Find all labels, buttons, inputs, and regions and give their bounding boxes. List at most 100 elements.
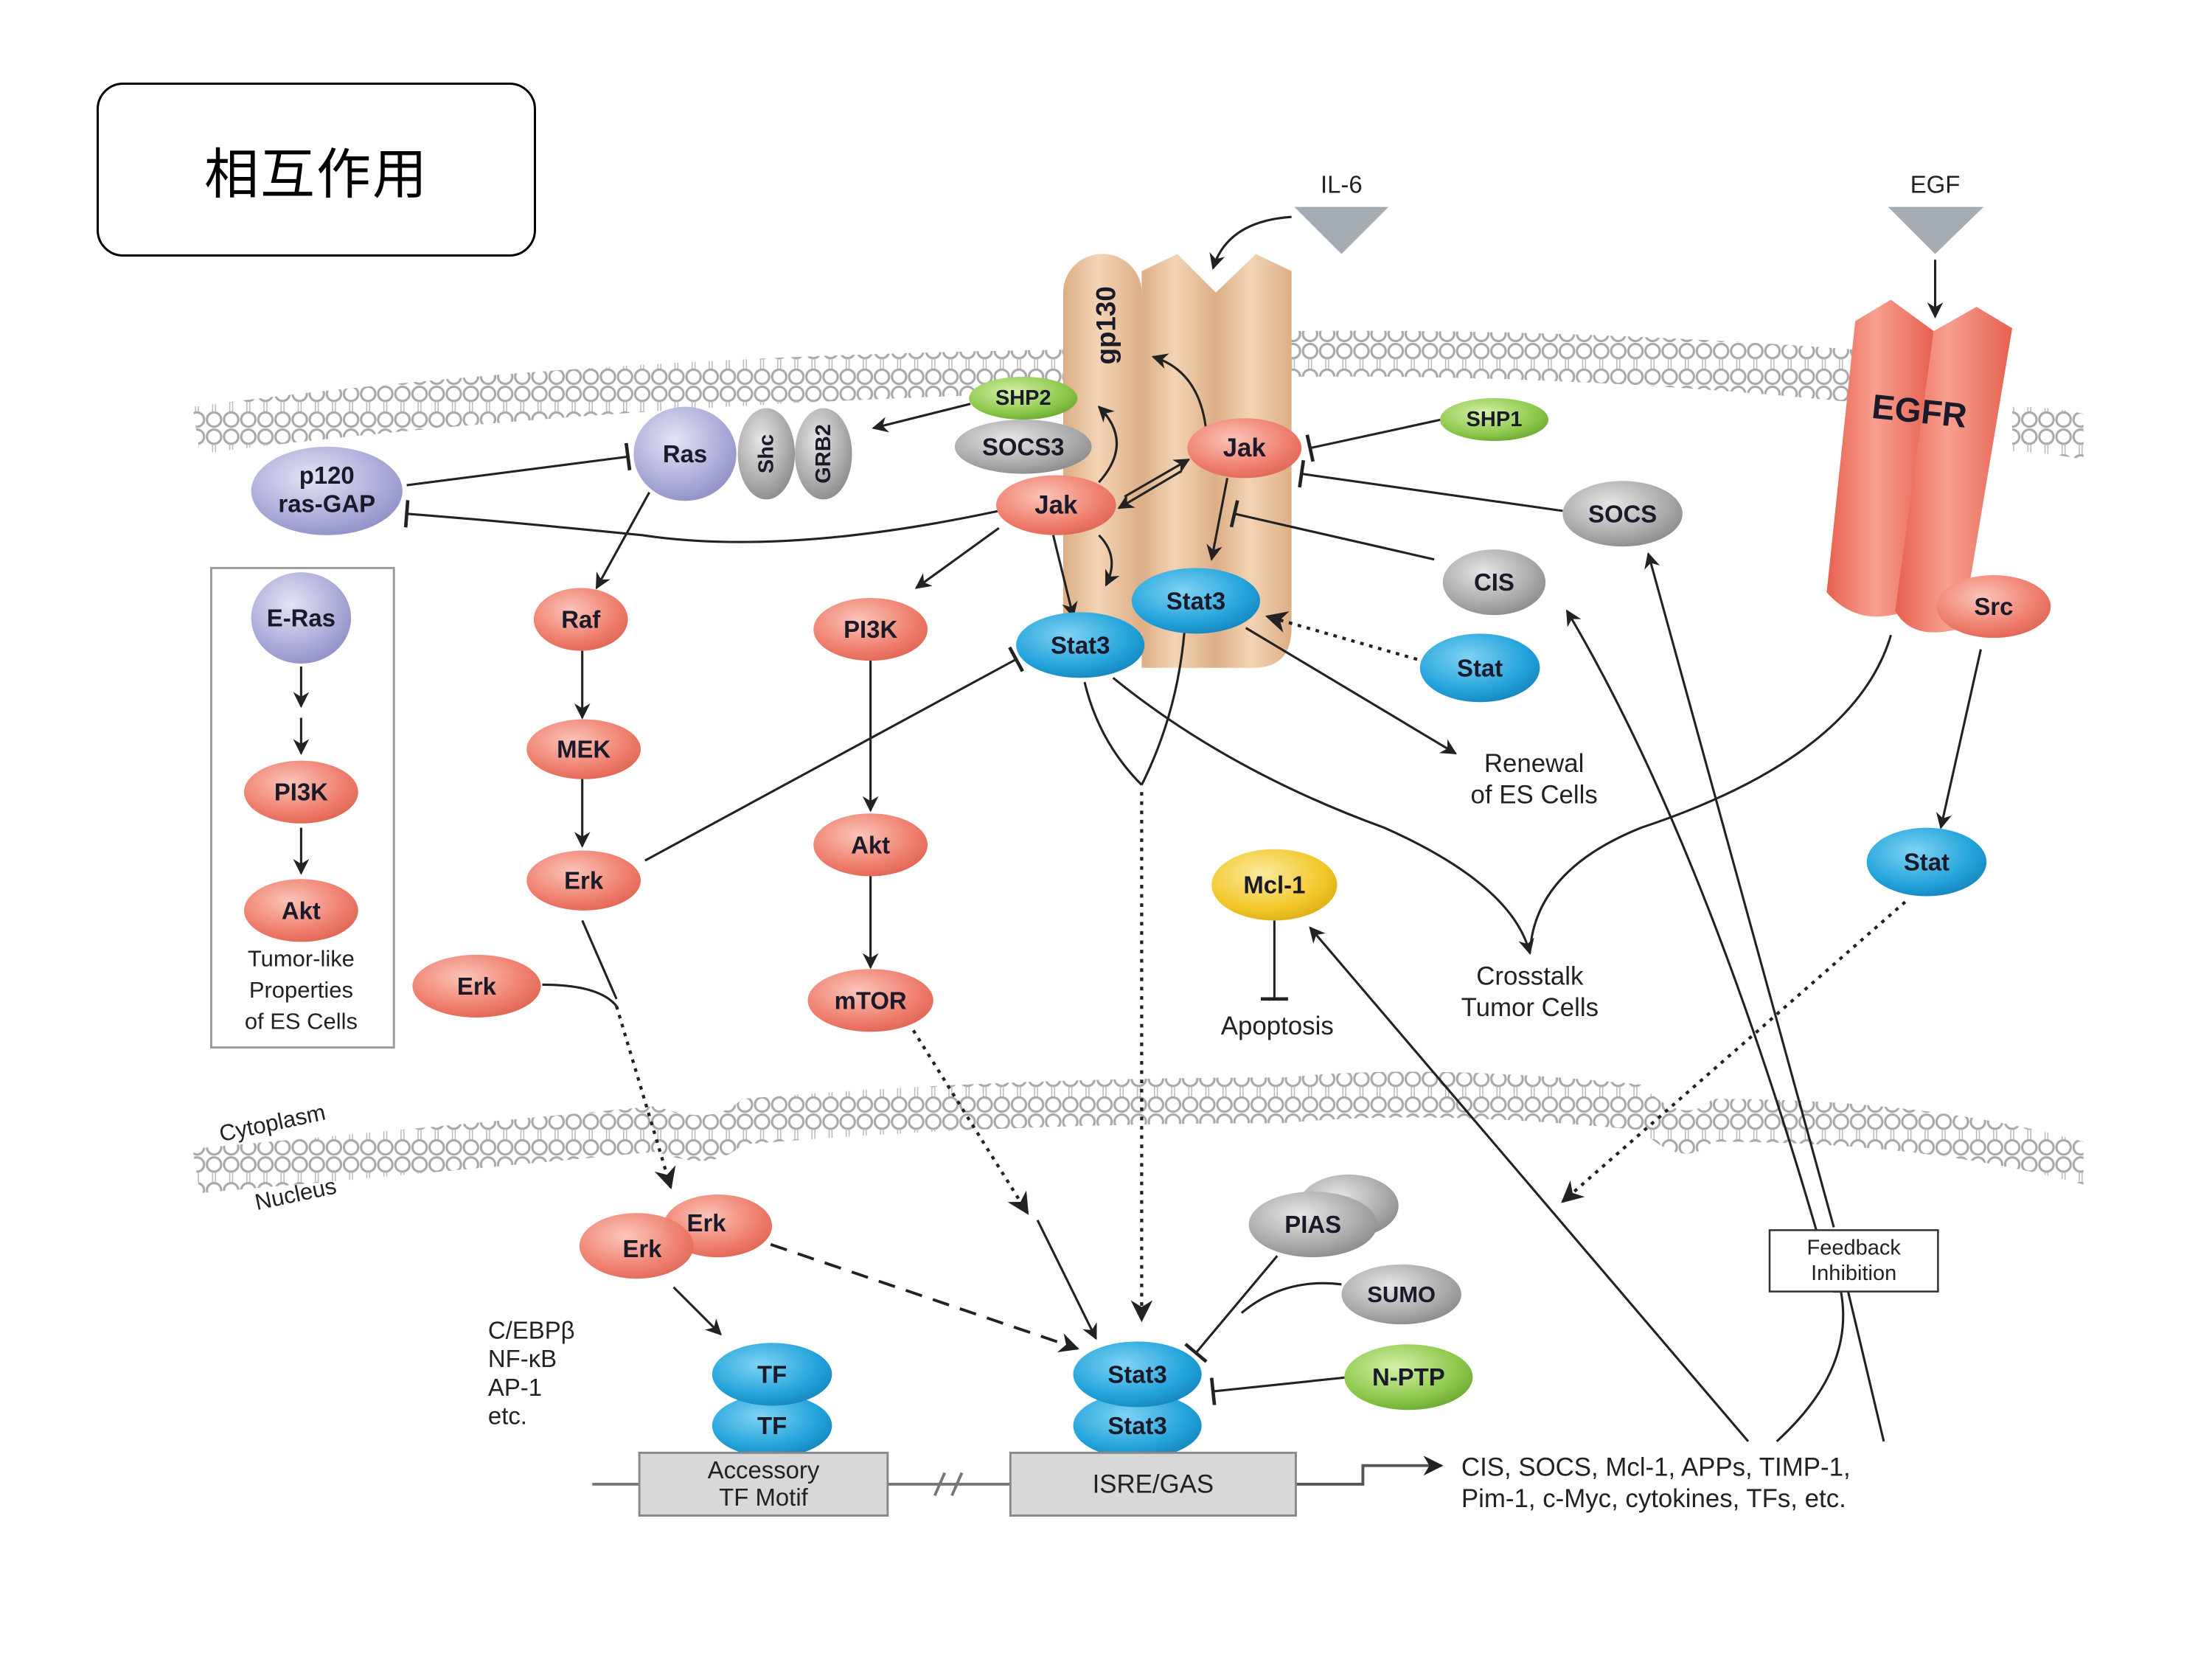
feedback-box: [1768, 1229, 1939, 1293]
node-stat3-nuc-bottom-label: Stat3: [1107, 1412, 1166, 1439]
nuclear-membrane: [192, 1071, 2084, 1194]
tf-list-2: NF-κB: [488, 1345, 557, 1372]
node-pias[interactable]: [1248, 1192, 1377, 1258]
node-stat-right-label: Stat: [1904, 849, 1950, 876]
node-shc[interactable]: [737, 408, 796, 500]
tumor-like-line-3: of ES Cells: [245, 1008, 358, 1034]
renewal-line-1: Renewal: [1484, 749, 1585, 778]
egf-ligand: EGF: [1888, 170, 1984, 319]
node-p120-rasgap[interactable]: [251, 446, 403, 535]
node-box-pi3k-label: PI3K: [274, 779, 328, 806]
node-stat3-left[interactable]: [1016, 612, 1145, 678]
title-box: 相互作用: [97, 83, 536, 257]
node-socs-label: SOCS: [1588, 500, 1657, 527]
node-erk-2-label: Erk: [457, 973, 497, 1000]
node-src[interactable]: [1936, 575, 2051, 639]
node-jak-left[interactable]: [995, 475, 1116, 535]
node-tf-top-label: TF: [757, 1360, 787, 1388]
isre-gas-box: [1009, 1451, 1297, 1517]
node-akt[interactable]: [813, 813, 928, 877]
il6-label: IL-6: [1321, 170, 1363, 198]
node-erk-2[interactable]: [412, 954, 541, 1018]
nodes: SHP2 SOCS3 Jak Jak SHP1 SOCS CIS Stat3 S…: [210, 376, 2051, 1517]
egf-label: EGF: [1910, 170, 1961, 198]
node-shp1[interactable]: [1439, 398, 1548, 442]
annotations: Renewal of ES Cells Crosstalk Tumor Cell…: [488, 749, 1939, 1513]
node-mtor[interactable]: [807, 969, 933, 1032]
node-eras-label: E-Ras: [267, 605, 335, 632]
node-stat3-left-label: Stat3: [1051, 631, 1110, 658]
tf-list-4: etc.: [488, 1402, 527, 1430]
node-cis[interactable]: [1442, 549, 1546, 616]
node-cis-label: CIS: [1474, 568, 1514, 596]
node-stat-right[interactable]: [1866, 827, 1987, 897]
tf-list-1: C/EBPβ: [488, 1316, 575, 1343]
node-nptp-label: N-PTP: [1372, 1363, 1445, 1391]
node-mcl1[interactable]: [1211, 849, 1338, 921]
node-stat3-nuc-top[interactable]: [1073, 1341, 1202, 1408]
egfr-receptor: EGFR: [1826, 299, 2013, 633]
node-socs[interactable]: [1562, 481, 1683, 547]
node-tf-top[interactable]: [712, 1343, 832, 1406]
node-pias-label: PIAS: [1284, 1211, 1341, 1238]
node-shc-label: Shc: [754, 434, 778, 473]
node-akt-label: Akt: [851, 831, 890, 858]
node-sumo[interactable]: [1341, 1264, 1461, 1325]
node-pi3k[interactable]: [813, 597, 928, 661]
node-box-akt-label: Akt: [282, 897, 321, 924]
node-stat3-nuc-bottom[interactable]: [1073, 1393, 1202, 1459]
node-p120-label-2: ras-GAP: [278, 490, 375, 518]
node-erk-1-label: Erk: [564, 867, 604, 894]
node-tf-bottom[interactable]: [712, 1394, 832, 1458]
node-mek-label: MEK: [557, 736, 611, 763]
gp130-label: gp130: [1091, 286, 1121, 364]
node-eras[interactable]: [251, 572, 352, 664]
node-raf-label: Raf: [561, 606, 601, 633]
node-stat3-right[interactable]: [1131, 568, 1261, 634]
node-erk-dimer-a[interactable]: [579, 1213, 694, 1279]
node-tf-bottom-label: TF: [757, 1412, 787, 1439]
tumor-like-line-2: Properties: [249, 977, 353, 1003]
node-stat3-right-label: Stat3: [1166, 587, 1225, 614]
isre-gas-label: ISRE/GAS: [1093, 1470, 1214, 1499]
node-ras[interactable]: [633, 406, 737, 501]
tf-list-3: AP-1: [488, 1374, 542, 1401]
node-stat3-nuc-top-label: Stat3: [1107, 1360, 1166, 1388]
node-erk-dimer-b-label: Erk: [687, 1209, 727, 1237]
tumor-like-line-1: Tumor-like: [248, 945, 355, 971]
feedback-line-1: Feedback: [1806, 1236, 1901, 1259]
target-genes-line-2: Pim-1, c-Myc, cytokines, TFs, etc.: [1461, 1484, 1846, 1513]
node-sumo-label: SUMO: [1367, 1281, 1436, 1307]
node-jak-left-label: Jak: [1034, 491, 1078, 520]
node-raf[interactable]: [533, 588, 628, 651]
node-shp2-label: SHP2: [995, 386, 1051, 410]
node-pi3k-label: PI3K: [844, 616, 897, 643]
node-ras-label: Ras: [663, 440, 707, 467]
plasma-membrane: [192, 330, 2084, 460]
node-box-akt[interactable]: [243, 879, 358, 942]
node-src-label: Src: [1974, 593, 2013, 620]
accessory-tf-motif-box: [638, 1451, 889, 1517]
node-erk-1[interactable]: [526, 850, 641, 911]
il6-ligand: IL-6: [1209, 170, 1389, 270]
accessory-line-2: TF Motif: [719, 1484, 808, 1511]
node-nptp[interactable]: [1344, 1344, 1473, 1411]
crosstalk-line-2: Tumor Cells: [1461, 993, 1599, 1022]
apoptosis-label: Apoptosis: [1221, 1012, 1334, 1040]
node-shp2[interactable]: [969, 376, 1078, 420]
title-text: 相互作用: [204, 142, 428, 206]
node-box-pi3k[interactable]: [243, 760, 358, 824]
renewal-line-2: of ES Cells: [1471, 781, 1598, 810]
node-jak-right-label: Jak: [1223, 434, 1267, 462]
node-jak-right[interactable]: [1187, 418, 1302, 479]
node-grb2[interactable]: [795, 408, 852, 500]
node-mcl1-label: Mcl-1: [1243, 872, 1305, 899]
node-p120-label-1: p120: [299, 462, 355, 489]
node-stat-mid[interactable]: [1419, 633, 1540, 703]
node-socs3[interactable]: [954, 420, 1092, 474]
node-mek[interactable]: [526, 719, 641, 779]
feedback-line-2: Inhibition: [1811, 1262, 1896, 1285]
node-shp1-label: SHP1: [1467, 408, 1523, 431]
node-grb2-label: GRB2: [812, 424, 835, 484]
